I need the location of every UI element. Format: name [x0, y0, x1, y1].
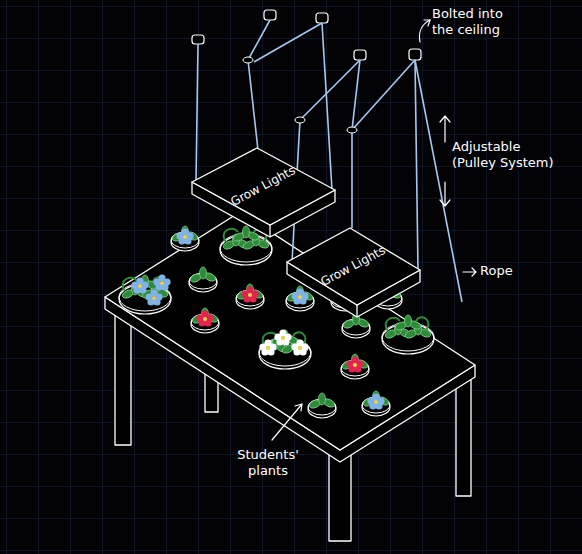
- table: [105, 212, 475, 541]
- annotation-label: Rope: [480, 263, 540, 279]
- panel-top: [287, 228, 420, 305]
- ceiling-hooks: [192, 10, 421, 60]
- panel-edge: [269, 225, 270, 237]
- annotation-arrows: [272, 20, 476, 440]
- grow-light-panel: Grow Lights: [280, 222, 430, 322]
- plants: [119, 226, 434, 418]
- pulley-rings: [243, 57, 357, 133]
- panel-edge: [356, 305, 357, 317]
- annotation-label: Bolted into the ceiling: [432, 6, 528, 38]
- annotation-label: Adjustable (Pulley System): [452, 139, 568, 171]
- panel-top: [192, 148, 335, 225]
- annotation-label: Students' plants: [226, 447, 310, 479]
- grow-light-panel: Grow Lights: [185, 140, 345, 245]
